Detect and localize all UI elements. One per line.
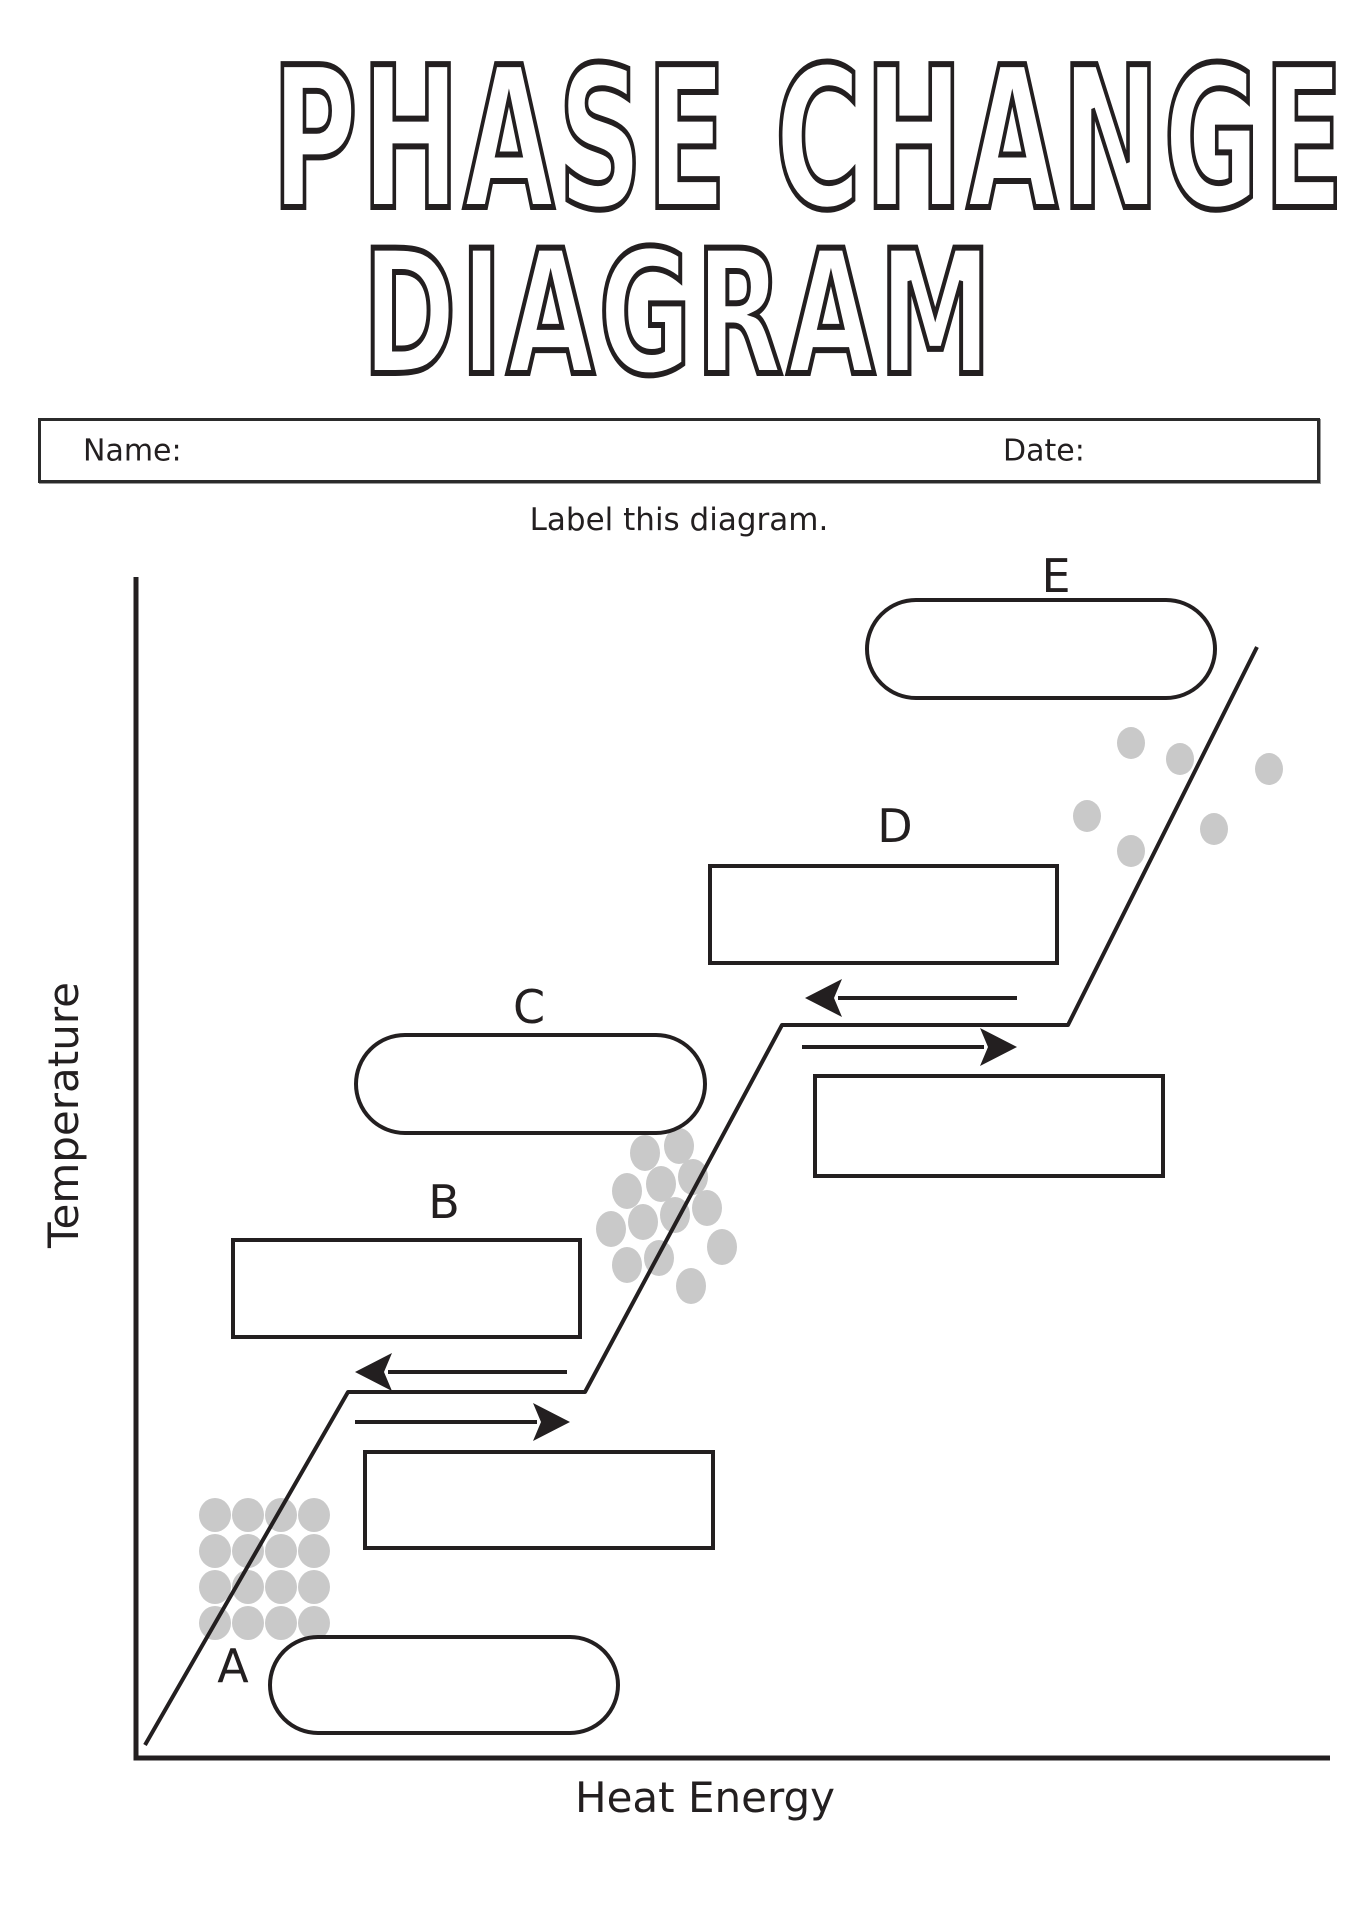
particle-grid-icon [199, 1498, 330, 1640]
particle-cluster-icon [596, 1128, 737, 1304]
marker-label-c: C [513, 980, 545, 1034]
answer-box-a[interactable] [268, 1635, 620, 1735]
answer-box-c[interactable] [354, 1033, 707, 1135]
date-label: Date: [1003, 433, 1085, 468]
worksheet-title: PHASE CHANGE DIAGRAM [0, 0, 1358, 403]
instruction-text: Label this diagram. [529, 502, 829, 538]
answer-box-upper-plateau-right[interactable] [813, 1074, 1165, 1178]
axes [133, 577, 1330, 1761]
title-line-2: DIAGRAM [360, 213, 996, 414]
right-arrow-icon [355, 1403, 570, 1441]
heating-curve [143, 646, 1259, 1746]
name-date-box: Name: Date: [38, 418, 1320, 483]
y-axis-label: Temperature [39, 982, 88, 1249]
x-axis-label: Heat Energy [575, 1773, 835, 1822]
answer-box-d[interactable] [708, 864, 1059, 965]
left-arrow-icon [805, 979, 1017, 1017]
answer-box-lower-plateau-right[interactable] [363, 1450, 715, 1550]
marker-label-a: A [217, 1639, 249, 1693]
right-arrow-icon [802, 1028, 1017, 1066]
answer-box-e[interactable] [865, 598, 1217, 700]
marker-label-b: B [428, 1175, 460, 1229]
marker-label-e: E [1041, 549, 1070, 603]
marker-label-d: D [877, 799, 912, 853]
particle-scatter-icon [1073, 727, 1283, 867]
left-arrow-icon [355, 1353, 567, 1391]
answer-box-b[interactable] [231, 1238, 582, 1339]
name-label: Name: [83, 433, 182, 468]
